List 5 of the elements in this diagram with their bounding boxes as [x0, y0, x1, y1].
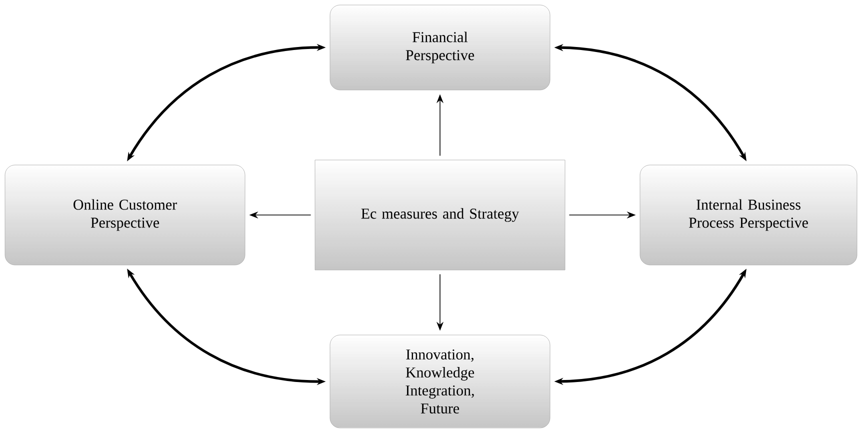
perspective-box: Online Customer Perspective — [4, 164, 246, 266]
perspective-box: Internal Business Process Perspective — [640, 164, 858, 266]
perspective-box: Innovation, Knowledge Integration, Future — [330, 334, 550, 428]
strategy-box: Ec measures and Strategy — [314, 160, 566, 270]
perspective-box: Financial Perspective — [330, 4, 550, 90]
